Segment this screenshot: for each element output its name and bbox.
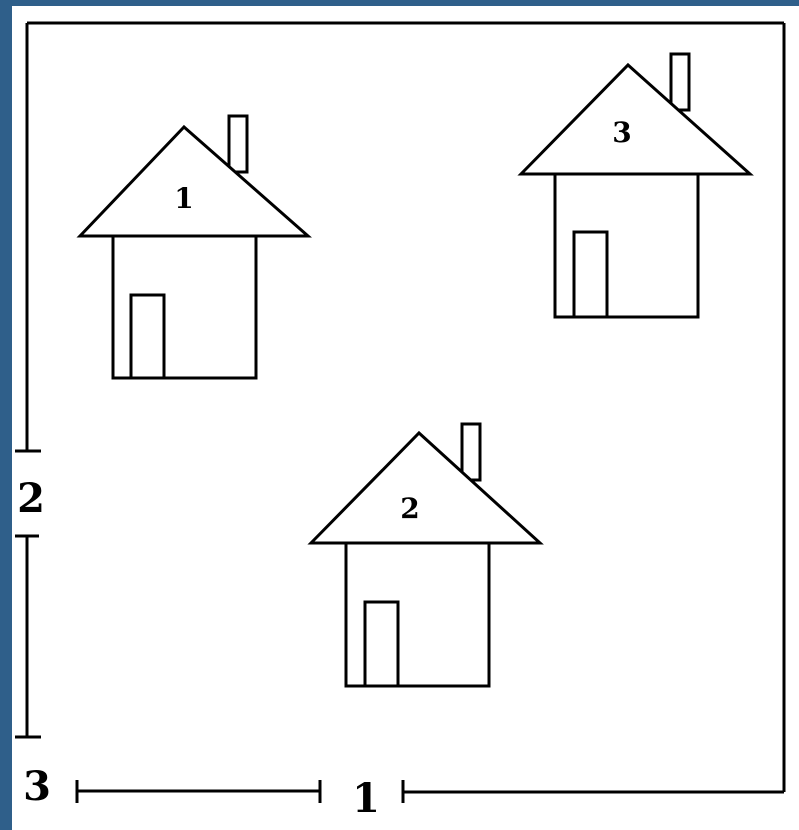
house-2-roof: [311, 433, 540, 543]
house-3-chimney: [671, 54, 689, 110]
frame-band-left: [0, 0, 12, 830]
bottom-left-label: 3: [23, 763, 51, 810]
frame-band-top: [0, 0, 799, 6]
bottom-middle-label: 1: [352, 775, 380, 822]
house-3-wall: [555, 174, 698, 317]
house-1-wall: [113, 236, 256, 378]
house-2-door: [365, 602, 398, 686]
house-2: 2: [311, 424, 540, 686]
house-2-wall: [346, 543, 489, 686]
house-3-door: [574, 232, 607, 317]
house-3-number: 3: [612, 116, 631, 149]
house-2-number: 2: [400, 492, 419, 525]
house-1-number: 1: [174, 182, 193, 215]
left-side-label: 2: [17, 475, 45, 522]
house-1-roof: [80, 127, 308, 236]
house-1: 1: [80, 116, 308, 378]
house-1-chimney: [229, 116, 247, 172]
house-3-roof: [521, 65, 750, 174]
house-2-chimney: [462, 424, 480, 480]
house-1-door: [131, 295, 164, 378]
house-3: 3: [521, 54, 750, 317]
